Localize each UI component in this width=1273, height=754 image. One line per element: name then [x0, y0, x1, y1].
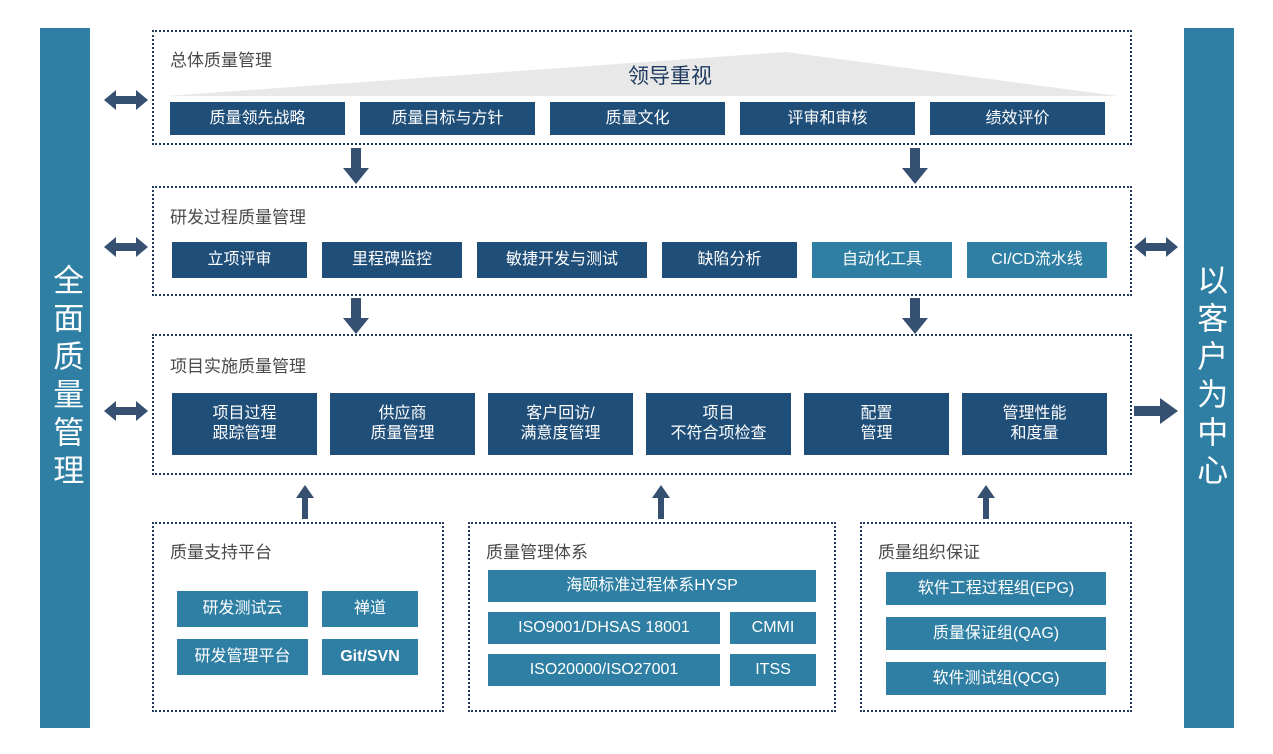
arrow-down-2a — [343, 298, 369, 334]
chip-iso20000-iso27001[interactable]: ISO20000/ISO27001 — [488, 654, 720, 686]
chip-quality-leading-strategy[interactable]: 质量领先战略 — [170, 102, 345, 135]
chip-agile-dev-and-test[interactable]: 敏捷开发与测试 — [477, 242, 647, 278]
arrow-up-3 — [977, 485, 995, 519]
panel-2-title: 质量管理体系 — [486, 543, 588, 562]
arrow-up-1 — [296, 485, 314, 519]
chip-hysp-standard-process[interactable]: 海颐标准过程体系HYSP — [488, 570, 816, 602]
chip-defect-analysis[interactable]: 缺陷分析 — [662, 242, 797, 278]
section-2-title: 研发过程质量管理 — [170, 208, 306, 227]
leadership-emphasis-label: 领导重视 — [628, 65, 712, 88]
chip-qcg[interactable]: 软件测试组(QCG) — [886, 662, 1106, 695]
chip-rd-test-cloud[interactable]: 研发测试云 — [177, 591, 308, 627]
section-3-title: 项目实施质量管理 — [170, 357, 306, 376]
arrow-right-single-section-3 — [1134, 398, 1178, 424]
panel-3-title: 质量组织保证 — [878, 543, 980, 562]
chip-cicd-pipeline[interactable]: CI/CD流水线 — [967, 242, 1107, 278]
arrow-down-2b — [902, 298, 928, 334]
chip-project-nonconformity-check[interactable]: 项目 不符合项检查 — [646, 393, 791, 455]
arrow-down-1b — [902, 148, 928, 184]
chip-qag[interactable]: 质量保证组(QAG) — [886, 617, 1106, 650]
chip-performance-management-metrics[interactable]: 管理性能 和度量 — [962, 393, 1107, 455]
chip-customer-visit-satisfaction[interactable]: 客户回访/ 满意度管理 — [488, 393, 633, 455]
chip-performance-evaluation[interactable]: 绩效评价 — [930, 102, 1105, 135]
chip-review-and-audit[interactable]: 评审和审核 — [740, 102, 915, 135]
chip-rd-management-platform[interactable]: 研发管理平台 — [177, 639, 308, 675]
chip-project-initiation-review[interactable]: 立项评审 — [172, 242, 307, 278]
pillar-left-label: 全面质量管理 — [48, 264, 84, 492]
leadership-pyramid-shape — [166, 52, 1118, 96]
arrow-left-double-section-3 — [104, 401, 148, 421]
chip-quality-goals-policy[interactable]: 质量目标与方针 — [360, 102, 535, 135]
pillar-customer-centric: 以客户为中心 — [1184, 28, 1234, 728]
chip-quality-culture[interactable]: 质量文化 — [550, 102, 725, 135]
chip-configuration-management[interactable]: 配置 管理 — [804, 393, 949, 455]
arrow-left-double-section-2 — [104, 237, 148, 257]
pillar-total-quality-management: 全面质量管理 — [40, 28, 90, 728]
chip-itss[interactable]: ITSS — [730, 654, 816, 686]
arrow-down-1a — [343, 148, 369, 184]
chip-cmmi[interactable]: CMMI — [730, 612, 816, 644]
chip-git-svn[interactable]: Git/SVN — [322, 639, 418, 675]
chip-epg[interactable]: 软件工程过程组(EPG) — [886, 572, 1106, 605]
arrow-left-double-section-1 — [104, 90, 148, 110]
arrow-right-double-section-2 — [1134, 237, 1178, 257]
pillar-right-label: 以客户为中心 — [1192, 264, 1228, 492]
chip-zentao[interactable]: 禅道 — [322, 591, 418, 627]
chip-project-process-tracking[interactable]: 项目过程 跟踪管理 — [172, 393, 317, 455]
panel-1-title: 质量支持平台 — [170, 543, 272, 562]
section-1-title: 总体质量管理 — [170, 51, 272, 70]
chip-automation-tools[interactable]: 自动化工具 — [812, 242, 952, 278]
chip-supplier-quality-management[interactable]: 供应商 质量管理 — [330, 393, 475, 455]
chip-iso9001-dhsas18001[interactable]: ISO9001/DHSAS 18001 — [488, 612, 720, 644]
chip-milestone-monitoring[interactable]: 里程碑监控 — [322, 242, 462, 278]
arrow-up-2 — [652, 485, 670, 519]
